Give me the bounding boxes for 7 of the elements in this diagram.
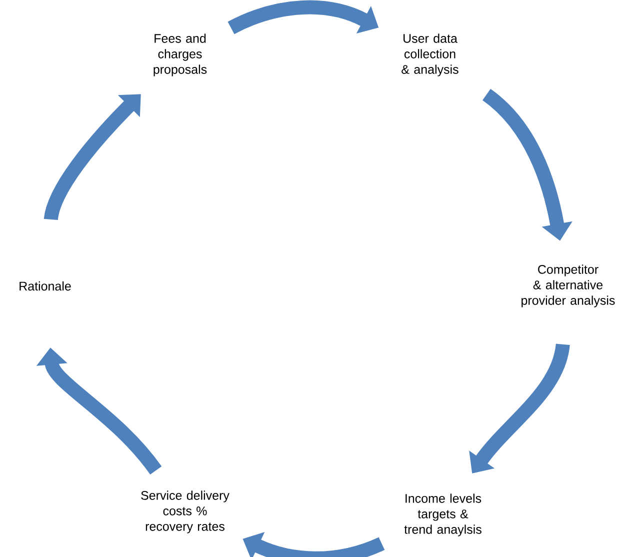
step-label: Income levels targets & trend anaylsis xyxy=(404,494,482,536)
step-label: Rationale xyxy=(20,281,71,291)
step-label: Service delivery costs % recovery rates xyxy=(141,490,230,534)
arrow xyxy=(44,94,141,221)
step-label: Competitor & alternative provider analysis xyxy=(522,264,615,308)
step-label: User data collection & analysis xyxy=(402,34,458,76)
step-label: Fees and charges proposals xyxy=(154,34,207,76)
